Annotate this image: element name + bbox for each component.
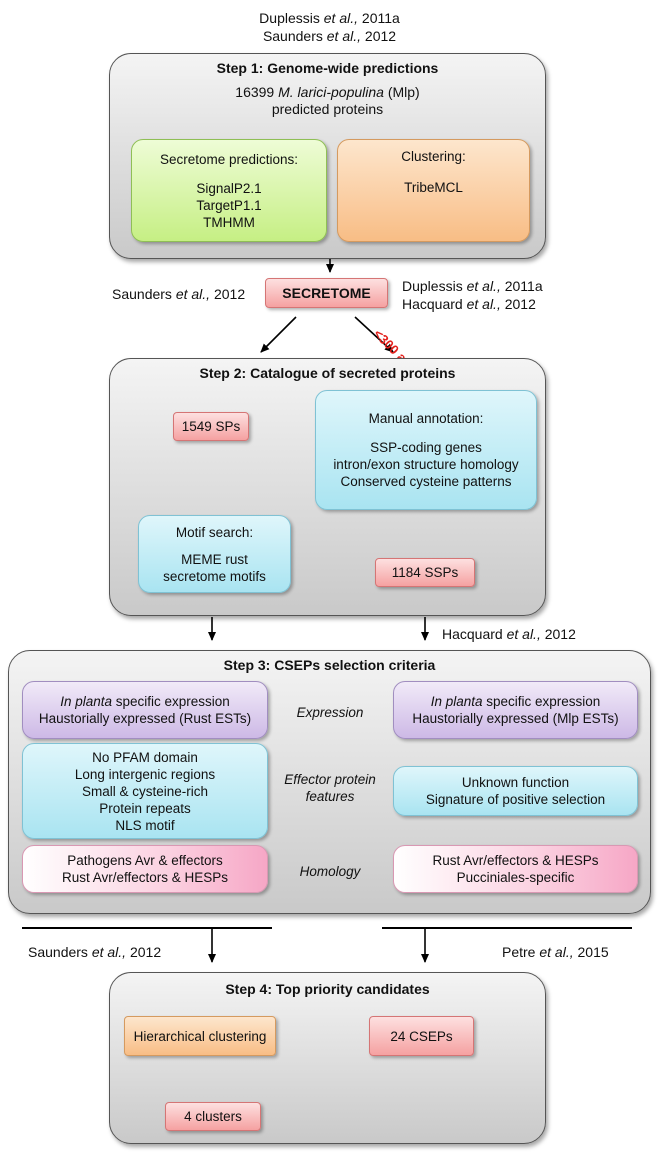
step2-panel: Step 2: Catalogue of secreted proteins 1… — [109, 358, 546, 616]
hierarchical-clustering-box: Hierarchical clustering — [124, 1016, 276, 1056]
manual-annotation-box: Manual annotation: SSP-coding genes intr… — [315, 390, 537, 510]
step1-proteins-text: 16399 M. larici-populina (Mlp) predicted… — [235, 84, 420, 117]
effector-features-criterion-label: Effector protein features — [284, 772, 376, 804]
clustering-box: Clustering: TribeMCL — [337, 139, 530, 242]
secretome-left-reference: Saunders et al., 2012 — [112, 286, 246, 302]
step2-title: Step 2: Catalogue of secreted proteins — [199, 365, 456, 381]
top-reference-duplessis: Duplessis et al., 2011a — [259, 10, 400, 26]
left-expression-box: In planta specific expression Haustorial… — [22, 681, 268, 739]
left-homology-box: Pathogens Avr & effectors Rust Avr/effec… — [22, 845, 268, 893]
bottom-left-reference: Saunders et al., 2012 — [28, 944, 162, 960]
ssps-box: 1184 SSPs — [375, 558, 475, 587]
top-reference-saunders: Saunders et al., 2012 — [262, 28, 397, 44]
secretome-box: SECRETOME — [265, 278, 388, 308]
arrow-secretome-to-sps — [260, 316, 297, 353]
left-features-box: No PFAM domain Long intergenic regions S… — [22, 743, 268, 839]
expression-criterion-label: Expression — [296, 705, 364, 720]
step4-title: Step 4: Top priority candidates — [225, 981, 430, 997]
right-expression-box: In planta specific expression Haustorial… — [393, 681, 638, 739]
arrow-secretome-to-ssps — [354, 316, 394, 353]
step2-below-reference: Hacquard et al., 2012 — [442, 626, 576, 642]
step1-title: Step 1: Genome-wide predictions — [216, 60, 439, 76]
right-features-box: Unknown function Signature of positive s… — [393, 766, 638, 816]
bottom-right-reference: Petre et al., 2015 — [502, 944, 609, 960]
clusters-box: 4 clusters — [165, 1102, 261, 1131]
step1-panel: Step 1: Genome-wide predictions 16399 M.… — [109, 53, 546, 259]
secretome-right-reference-1: Duplessis et al., 2011a — [402, 278, 543, 294]
step3-title: Step 3: CSEPs selection criteria — [223, 657, 436, 673]
secretome-predictions-box: Secretome predictions: SignalP2.1 Target… — [131, 139, 327, 242]
cseps-box: 24 CSEPs — [369, 1016, 474, 1056]
step4-panel: Step 4: Top priority candidates Hierarch… — [109, 972, 546, 1144]
homology-criterion-label: Homology — [299, 864, 361, 879]
right-homology-box: Rust Avr/effectors & HESPs Pucciniales-s… — [393, 845, 638, 893]
sps-box: 1549 SPs — [173, 412, 249, 441]
secretome-right-reference-2: Hacquard et al., 2012 — [402, 296, 536, 312]
motif-search-box: Motif search: MEME rust secretome motifs — [138, 515, 291, 593]
step3-panel: Step 3: CSEPs selection criteria In plan… — [8, 650, 651, 914]
